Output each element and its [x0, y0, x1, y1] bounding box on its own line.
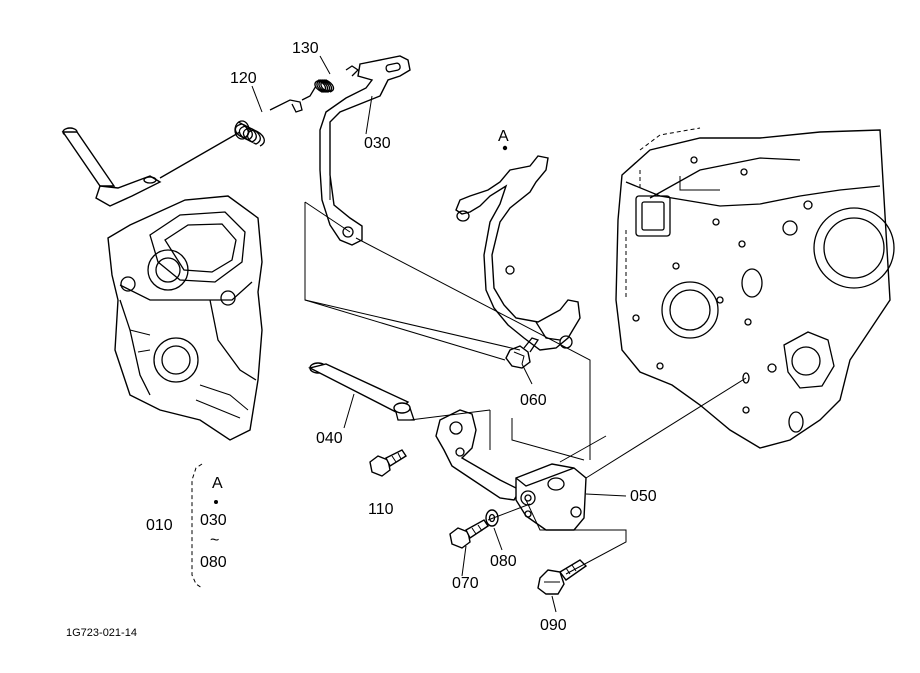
- callout-130: 130: [292, 40, 319, 57]
- callout-A: A: [498, 128, 509, 145]
- bolt-110: [369, 449, 407, 477]
- bracket-050: [515, 463, 587, 531]
- lever-pin: [61, 127, 162, 207]
- callout-060: 060: [520, 392, 547, 409]
- governor-lever-030: [319, 55, 411, 246]
- assembly-lines: [304, 201, 747, 575]
- bolt-090: [537, 559, 588, 595]
- group-tilde: ~: [210, 532, 219, 549]
- bolt-070: [449, 519, 489, 549]
- group-ref-A: A: [212, 475, 223, 492]
- callout-120: 120: [230, 70, 257, 87]
- group-to: 080: [200, 554, 227, 571]
- gear-case-housing: [107, 195, 263, 441]
- callout-040: 040: [316, 430, 343, 447]
- group-label-010: 010: [146, 517, 173, 534]
- spring-130: [301, 65, 360, 101]
- dowel-pin: [742, 372, 750, 384]
- callout-080: 080: [490, 553, 517, 570]
- link-arm: [435, 409, 521, 501]
- callout-090: 090: [540, 617, 567, 634]
- shaft-040: [308, 362, 415, 421]
- callout-050: 050: [630, 488, 657, 505]
- engine-block: [615, 127, 895, 449]
- group-from: 030: [200, 512, 227, 529]
- callout-070: 070: [452, 575, 479, 592]
- callout-030: 030: [364, 135, 391, 152]
- callout-leaders: [251, 55, 627, 613]
- drawing-number: 1G723-021-14: [66, 627, 137, 639]
- bolt-060: [505, 337, 540, 369]
- assembly-group-010: 010 A 030 ~ 080: [146, 463, 227, 589]
- group-dot: [214, 500, 218, 504]
- fork-lever-A: [455, 145, 581, 351]
- callout-110: 110: [368, 501, 394, 518]
- spring-120: [159, 99, 303, 179]
